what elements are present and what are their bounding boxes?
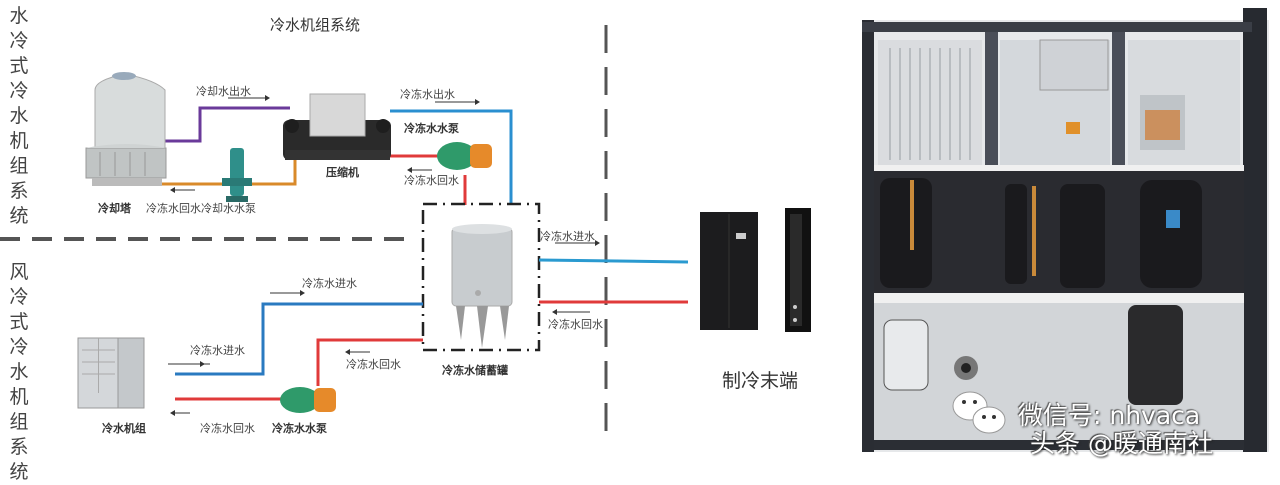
label-cooling-water-out: 冷却水出水 — [196, 85, 251, 98]
precision-ac-cabinet-photo — [862, 8, 1269, 452]
label-air-chilled-in-lower: 冷冻水进水 — [190, 344, 245, 357]
label-return-and-cooling-pump: 冷冻水回水冷却水水泵 — [146, 202, 256, 215]
storage-tank-icon — [451, 224, 513, 348]
arrow-left-icon — [552, 309, 557, 315]
air-cooled-side-label: 风冷式冷水机组系统 — [9, 261, 29, 483]
label-storage-return: 冷冻水回水 — [548, 318, 603, 331]
label-chilled-water-out: 冷冻水出水 — [400, 88, 455, 101]
chilled-water-pump-upper-icon — [437, 142, 492, 170]
label-air-chilled-pump: 冷冻水水泵 — [272, 422, 327, 435]
label-storage-tank: 冷冻水储蓄罐 — [442, 364, 508, 377]
cooling-water-pump-icon — [222, 148, 252, 202]
label-chilled-water-pump-upper: 冷冻水水泵 — [404, 122, 459, 135]
label-chiller-unit: 冷水机组 — [102, 422, 146, 435]
arrow-right-icon — [265, 95, 270, 101]
air-cooled-chiller-icon — [77, 337, 145, 409]
arrow-right-icon — [595, 240, 600, 246]
label-air-chilled-in-upper: 冷冻水进水 — [302, 277, 357, 290]
watermark-toutiao: 头条 @暖通南社 — [1030, 429, 1213, 458]
label-compressor: 压缩机 — [326, 166, 359, 179]
compressor-icon — [283, 93, 391, 160]
air-chilled-supply-pipe — [175, 302, 423, 376]
label-chilled-water-return-upper: 冷冻水回水 — [404, 174, 459, 187]
arrow-left-icon — [170, 187, 175, 193]
water-cooled-side-label: 水冷式冷水机组系统 — [9, 5, 29, 227]
air-chilled-return-pipe-up — [316, 338, 423, 386]
label-cooling-tower: 冷却塔 — [98, 202, 131, 215]
terminal-unit-cabinet-icon — [700, 212, 758, 330]
cooling-water-out-pipe — [165, 106, 290, 143]
arrow-left-icon — [345, 349, 350, 355]
watermark-wechat-id: 微信号: nhvaca — [1018, 401, 1201, 430]
arrow-left-icon — [170, 410, 175, 416]
chilled-water-pump-lower-icon — [280, 387, 336, 413]
label-air-chilled-return-upper: 冷冻水回水 — [346, 358, 401, 371]
chilled-water-out-pipe — [390, 109, 513, 205]
cooling-tower-icon — [85, 72, 167, 186]
arrow-left-icon — [407, 167, 412, 173]
arrow-right-icon — [200, 361, 205, 367]
arrow-right-icon — [475, 99, 480, 105]
label-storage-supply: 冷冻水进水 — [540, 230, 595, 243]
wechat-logo-icon — [952, 391, 1006, 434]
terminal-title: 制冷末端 — [722, 370, 799, 392]
system-diagram — [0, 8, 1269, 452]
terminal-unit-side-icon — [785, 208, 811, 332]
storage-tank-boundary — [421, 202, 541, 352]
supply-to-terminal-pipe — [538, 258, 689, 264]
label-air-chilled-return-lower: 冷冻水回水 — [200, 422, 255, 435]
arrow-right-icon — [300, 290, 305, 296]
water-cooled-section-title: 冷水机组系统 — [270, 16, 361, 34]
